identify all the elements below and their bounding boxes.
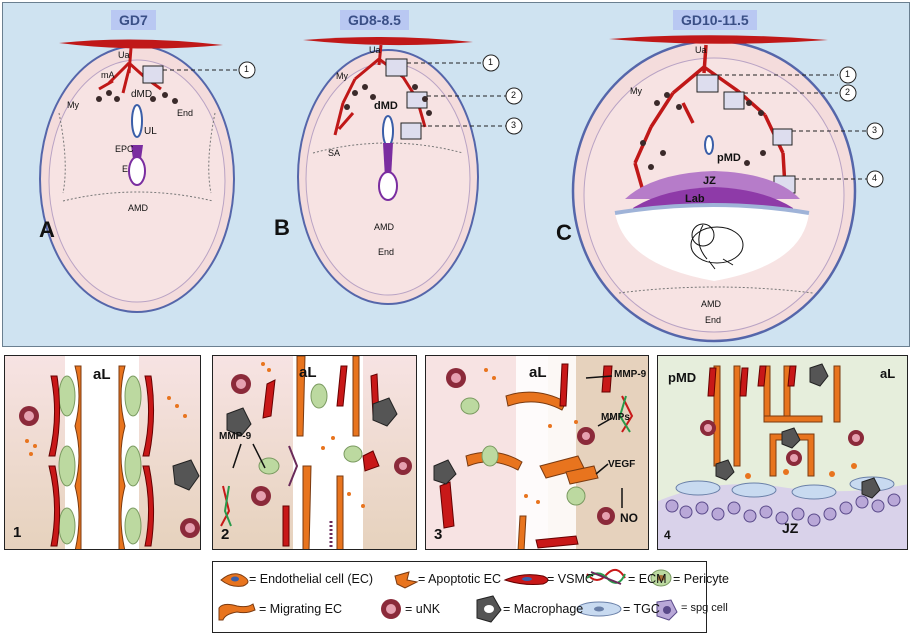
panel-b-title: GD8-8.5 xyxy=(340,10,409,30)
my-label-a: My xyxy=(67,100,79,110)
legend-ec-text: = Endothelial cell (EC) xyxy=(249,572,374,586)
detail-panel-4: 4 pMD aL JZ xyxy=(657,355,908,550)
legend-migrating-text: = Migrating EC xyxy=(259,602,343,616)
detail-3-lumen-label: aL xyxy=(529,364,547,381)
vessel-illustration-4 xyxy=(658,363,907,549)
pmd-label-c: pMD xyxy=(717,152,741,164)
legend: = Endothelial cell (EC) = Apoptotic EC =… xyxy=(212,561,729,633)
migrating-ec-icon xyxy=(218,603,256,621)
panel-c-title: GD10-11.5 xyxy=(673,10,757,30)
legend-spg-text: = spg cell xyxy=(681,602,728,614)
spg-cell-icon xyxy=(656,599,678,621)
detail-4-number: 4 xyxy=(664,528,671,542)
unk-icon xyxy=(381,599,401,619)
dmd-label-a: dMD xyxy=(131,89,153,100)
my-label-b: My xyxy=(336,71,348,81)
detail-3-mmp9-label: MMP-9 xyxy=(614,369,647,380)
callout-b-1: 1 xyxy=(488,57,494,67)
callout-c-4: 4 xyxy=(872,173,878,183)
jz-label-c: JZ xyxy=(703,175,716,187)
vessel-illustration-2 xyxy=(220,356,412,549)
panel-c-uterus xyxy=(571,35,884,343)
end-label-a: End xyxy=(177,108,194,118)
panel-b-uterus xyxy=(297,36,523,305)
callout-a-1: 1 xyxy=(244,64,250,74)
ul-label: UL xyxy=(144,126,157,137)
my-label-c: My xyxy=(630,86,642,96)
detail-2-lumen-label: aL xyxy=(299,364,317,381)
tgc-icon xyxy=(576,601,622,617)
detail-1-lumen-label: aL xyxy=(93,366,111,383)
ecm-icon xyxy=(586,568,626,585)
dmd-label-b: dMD xyxy=(374,100,398,112)
panel-a-label: A xyxy=(39,217,55,242)
amd-label-a: AMD xyxy=(128,203,148,213)
legend-tgc-text: = TGC xyxy=(623,602,660,616)
end-label-c: End xyxy=(705,315,722,325)
detail-panel-2: 2 aL MMP-9 xyxy=(212,355,417,550)
legend-unk-text: = uNK xyxy=(405,602,441,616)
callout-c-1: 1 xyxy=(845,69,851,79)
ma-label: mA xyxy=(101,70,115,80)
ua-label-c: Ua xyxy=(695,45,707,55)
detail-2-mmp9-label: MMP-9 xyxy=(219,431,252,442)
end-label-b: End xyxy=(378,247,395,257)
sa-label: SA xyxy=(328,148,341,158)
detail-4-pmd-label: pMD xyxy=(668,370,697,385)
legend-pericyte-text: = Pericyte xyxy=(673,572,729,586)
ua-label-b: Ua xyxy=(369,45,381,55)
vessel-illustration-1 xyxy=(19,356,200,549)
vsmc-icon xyxy=(503,574,549,585)
legend-vsmc-text: = VSMC xyxy=(547,572,594,586)
top-panel: GD7 GD8-8.5 GD10-11.5 xyxy=(2,2,910,347)
callout-c-3: 3 xyxy=(872,125,878,135)
callout-b-2: 2 xyxy=(511,90,517,100)
macrophage-icon xyxy=(476,595,502,623)
pericyte-icon xyxy=(650,569,672,587)
panel-a-uterus xyxy=(39,39,256,313)
amd-label-b: AMD xyxy=(374,222,394,232)
lab-label: Lab xyxy=(685,193,705,205)
detail-3-mmps-label: MMPs xyxy=(601,412,630,423)
panel-c-label: C xyxy=(556,220,572,245)
legend-icons xyxy=(218,568,678,623)
detail-panel-1: 1 aL xyxy=(4,355,201,550)
detail-4-lumen-label: aL xyxy=(880,366,896,381)
detail-3-number: 3 xyxy=(434,526,443,543)
legend-ecm-text: = ECM xyxy=(628,572,667,586)
detail-1-number: 1 xyxy=(13,524,22,541)
apoptotic-ec-icon xyxy=(394,571,419,589)
ua-label-a: Ua xyxy=(118,50,130,60)
legend-apoptotic-text: = Apoptotic EC xyxy=(418,572,502,586)
vessel-illustration-3 xyxy=(433,356,634,549)
legend-macrophage-text: = Macrophage xyxy=(503,602,584,616)
panel-b-label: B xyxy=(274,215,290,240)
uterus-diagrams xyxy=(39,35,884,343)
callout-b-3: 3 xyxy=(511,120,517,130)
detail-3-vegf-label: VEGF xyxy=(608,459,636,470)
detail-2-number: 2 xyxy=(221,526,230,543)
detail-3-no-label: NO xyxy=(620,511,638,525)
endothelial-cell-icon xyxy=(220,573,249,587)
detail-panel-3: 3 aL MMP-9 MMPs VEGF NO xyxy=(425,355,649,550)
callout-c-2: 2 xyxy=(845,87,851,97)
panel-a-title: GD7 xyxy=(111,10,156,30)
e-label: E xyxy=(122,164,129,174)
epc-label: EPC xyxy=(115,144,134,154)
detail-4-jz-label: JZ xyxy=(782,520,799,536)
amd-label-c: AMD xyxy=(701,299,721,309)
